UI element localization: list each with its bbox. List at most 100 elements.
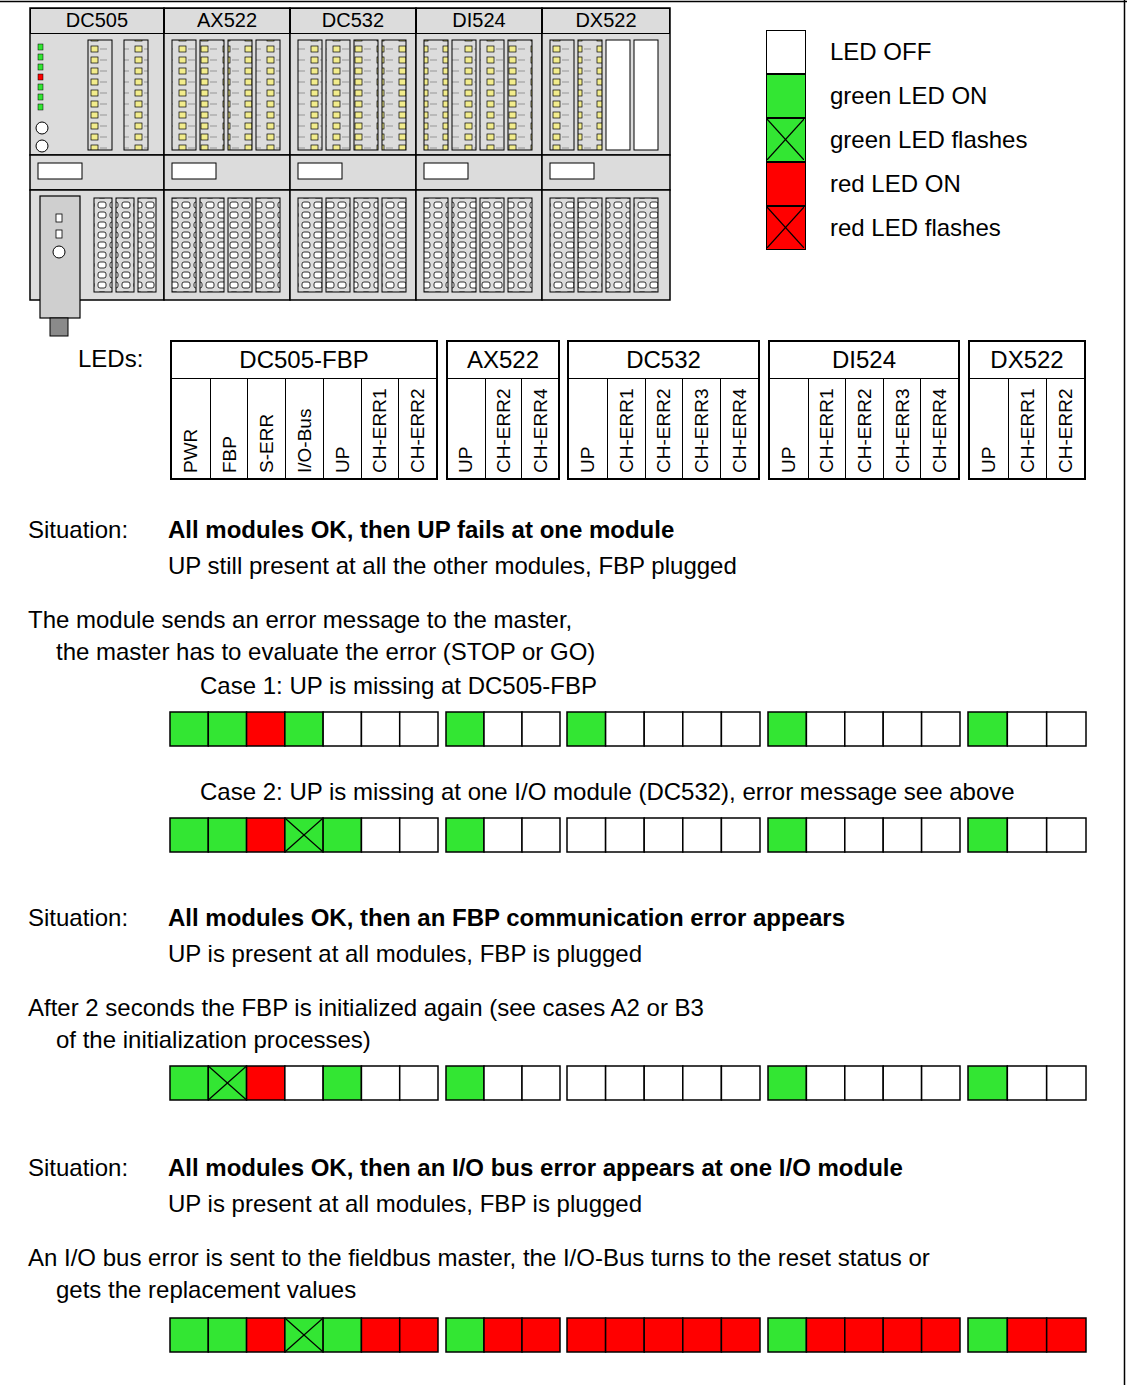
- led-state-cell: [446, 1066, 484, 1100]
- group-name: DI524: [832, 346, 896, 373]
- led-state-cell: [323, 712, 361, 746]
- address-switch: [36, 140, 48, 152]
- led-name: CH-ERR3: [691, 389, 713, 473]
- led-state-cell: [400, 818, 438, 852]
- led-state-cell: [208, 818, 246, 852]
- led-state-cell: [361, 818, 399, 852]
- led-state-cell: [1047, 1066, 1086, 1100]
- led-state-cell: [683, 818, 722, 852]
- led-column-cell: CH-ERR3: [883, 378, 921, 478]
- terminal-row: [424, 198, 448, 292]
- led-name: CH-ERR1: [1017, 389, 1039, 473]
- led-state-cell: [1047, 712, 1086, 746]
- terminal-row: [578, 198, 602, 292]
- text-label: Situation:: [28, 1154, 128, 1181]
- led-state-cell: [883, 818, 921, 852]
- led-strip: [634, 40, 658, 150]
- led-state-cell: [683, 1318, 722, 1352]
- led-state-cell: [1007, 712, 1046, 746]
- terminal-block: [416, 190, 542, 300]
- led-name: CH-ERR1: [816, 389, 838, 473]
- legend-swatch: [766, 162, 806, 206]
- led-name: CH-ERR3: [892, 389, 914, 473]
- led-column-cell: CH-ERR1: [1008, 378, 1046, 478]
- text-label-box: Situation:: [28, 1154, 128, 1182]
- terminal-row: [550, 198, 574, 292]
- led-state-cell: [170, 1066, 208, 1100]
- led-state-cell: [845, 1318, 883, 1352]
- label-strip: [416, 155, 542, 190]
- flash-cross-line: [767, 207, 804, 248]
- flash-cross: [767, 207, 804, 248]
- terminal-block: [164, 190, 290, 300]
- led-strip: [228, 40, 252, 150]
- terminal-row: [452, 198, 476, 292]
- legend-swatch: [766, 206, 806, 250]
- terminal-row: [228, 198, 252, 292]
- led-state-cell: [968, 1066, 1007, 1100]
- text-label: An I/O bus error is sent to the fieldbus…: [28, 1244, 930, 1271]
- text-label: LEDs:: [78, 345, 143, 372]
- led-state-cell: [285, 818, 323, 852]
- led-state-cell: [644, 818, 683, 852]
- led-group-box: DC505-FBPPWRFBPS-ERRI/O-BusUPCH-ERR1CH-E…: [170, 340, 438, 480]
- led-column-cell: CH-ERR1: [361, 378, 399, 478]
- led-name: UP: [577, 447, 599, 473]
- led-strip: [354, 40, 378, 150]
- group-header: DX522: [970, 342, 1084, 378]
- terminal-row: [354, 198, 378, 292]
- led-state-cell: [285, 1066, 323, 1100]
- group-header: DI524: [770, 342, 958, 378]
- led-strip: [298, 40, 322, 150]
- led-name: UP: [455, 447, 477, 473]
- led-state-cell: [446, 1318, 484, 1352]
- led-state-cell: [768, 712, 806, 746]
- led-state-cell: [170, 1318, 208, 1352]
- terminal-row: [508, 198, 532, 292]
- address-switch: [36, 122, 48, 134]
- situation-heading: All modules OK, then an FBP communicatio…: [168, 904, 845, 931]
- text-label: Case 2: UP is missing at one I/O module …: [200, 778, 1015, 805]
- led-state-cell: [1047, 818, 1086, 852]
- module-name-box: DX522: [542, 8, 670, 34]
- led-strip: [200, 40, 224, 150]
- text-label: Situation:: [28, 516, 128, 543]
- led-column-cell: CH-ERR2: [1046, 378, 1084, 478]
- led-name: CH-ERR2: [653, 389, 675, 473]
- led-state-cell: [323, 1066, 361, 1100]
- status-led: [38, 54, 43, 60]
- terminal-row: [606, 198, 630, 292]
- led-state-cell: [883, 1066, 921, 1100]
- led-strip: [382, 40, 406, 150]
- module-name-box: DC532: [290, 8, 416, 34]
- led-column-cell: UP: [569, 378, 607, 478]
- led-state-cell: [522, 1318, 560, 1352]
- terminal-block: [290, 190, 416, 300]
- led-name: CH-ERR1: [616, 389, 638, 473]
- led-name: UP: [978, 447, 1000, 473]
- terminal-row: [298, 198, 322, 292]
- frame-line: [1124, 0, 1126, 1385]
- led-state-cell: [567, 712, 606, 746]
- led-state-cell: [522, 712, 560, 746]
- module-name: AX522: [197, 9, 257, 31]
- text-label-box: LEDs:: [78, 345, 143, 373]
- led-state-cell: [567, 818, 606, 852]
- label-field: [424, 163, 468, 179]
- group-name: AX522: [467, 346, 539, 373]
- led-state-cell: [522, 818, 560, 852]
- plug-led: [56, 214, 62, 222]
- legend-text-box: red LED flashes: [830, 214, 1001, 242]
- led-state-cell: [721, 1066, 760, 1100]
- led-state-cell: [644, 1066, 683, 1100]
- terminal-row: [94, 198, 112, 292]
- label-field: [172, 163, 216, 179]
- terminal-row: [116, 198, 134, 292]
- flash-cross-line: [285, 1318, 323, 1352]
- led-state-cell: [323, 1318, 361, 1352]
- led-strip: [256, 40, 280, 150]
- led-name: CH-ERR2: [1055, 389, 1077, 473]
- led-state-cell: [446, 818, 484, 852]
- text-label: of the initialization processes): [56, 1026, 371, 1053]
- text-label-box: The module sends an error message to the…: [28, 606, 572, 634]
